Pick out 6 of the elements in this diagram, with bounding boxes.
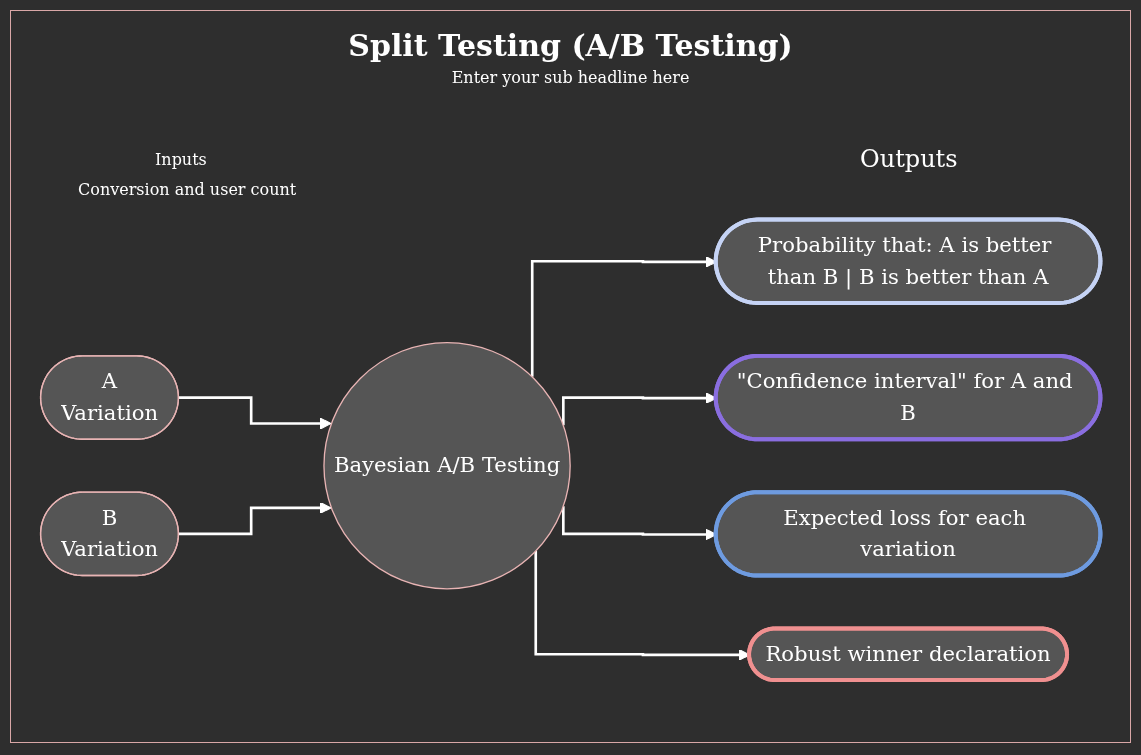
group-heading: Conversion and user count	[78, 180, 297, 199]
group-heading: Outputs	[860, 145, 958, 173]
title: Split Testing (A/B Testing)	[347, 28, 794, 63]
group-heading: Inputs	[155, 150, 207, 169]
subtitle: Enter your sub headline here	[450, 68, 691, 87]
node-circle: Bayesian A/B Testing	[323, 342, 571, 590]
